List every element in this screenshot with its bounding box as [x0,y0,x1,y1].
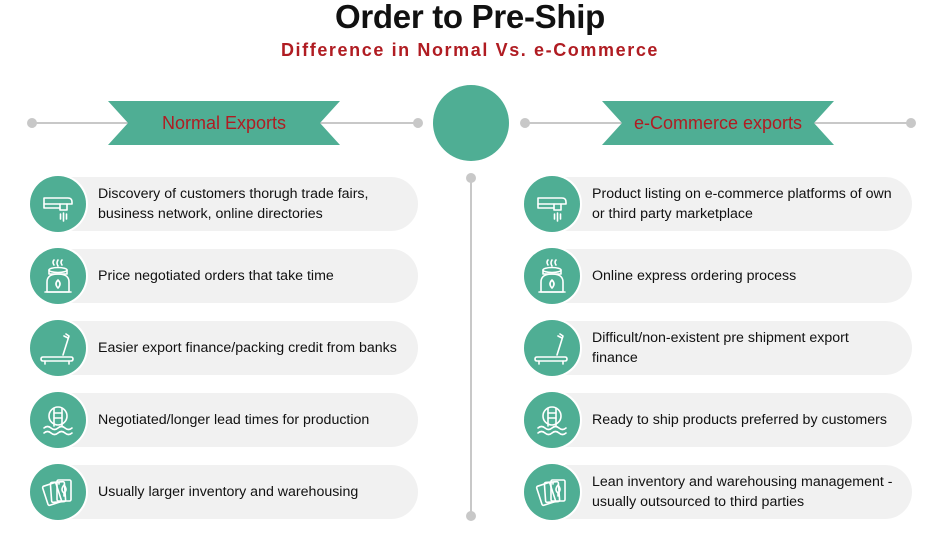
pool-ladder-icon [30,392,86,448]
playing-cards-icon [30,464,86,520]
treadmill-icon [30,320,86,376]
left-heading: Normal Exports [161,113,287,133]
page-subtitle: Difference in Normal Vs. e-Commerce [280,40,660,60]
list-item-text: Lean inventory and warehousing managemen… [592,474,893,510]
list-item-text: Discovery of customers thorugh trade fai… [98,186,369,222]
playing-cards-icon [524,464,580,520]
list-item-text: Usually larger inventory and warehousing [98,484,359,500]
right-heading: e-Commerce exports [633,113,803,133]
faucet-icon [30,176,86,232]
connector-dot [27,118,37,128]
oil-burner-icon [30,248,86,304]
list-item: Ready to ship products preferred by cust… [526,393,912,447]
list-item: Difficult/non-existent pre shipment expo… [526,321,912,375]
center-divider-line [470,178,472,516]
list-item-text: Online express ordering process [592,268,797,284]
list-item: Usually larger inventory and warehousing [32,465,418,519]
center-circle [433,85,509,161]
faucet-icon [524,176,580,232]
list-item-text: Ready to ship products preferred by cust… [592,412,887,428]
oil-burner-icon [524,248,580,304]
list-item: Product listing on e-commerce platforms … [526,177,912,231]
list-item-text: Price negotiated orders that take time [98,268,334,284]
list-item: Easier export finance/packing credit fro… [32,321,418,375]
connector-dot [413,118,423,128]
left-heading-banner: Normal Exports [108,101,340,145]
list-item-text: Negotiated/longer lead times for product… [98,412,370,428]
connector-dot [906,118,916,128]
list-item: Lean inventory and warehousing managemen… [526,465,912,519]
list-item-text: Difficult/non-existent pre shipment expo… [592,330,849,366]
right-heading-banner: e-Commerce exports [602,101,834,145]
connector-dot [466,173,476,183]
pool-ladder-icon [524,392,580,448]
connector-dot [520,118,530,128]
list-item-text: Easier export finance/packing credit fro… [98,340,397,356]
list-item-text: Product listing on e-commerce platforms … [592,186,892,222]
list-item: Online express ordering process [526,249,912,303]
connector-dot [466,511,476,521]
list-item: Price negotiated orders that take time [32,249,418,303]
list-item: Negotiated/longer lead times for product… [32,393,418,447]
list-item: Discovery of customers thorugh trade fai… [32,177,418,231]
page-title: Order to Pre-Ship [335,0,605,35]
treadmill-icon [524,320,580,376]
